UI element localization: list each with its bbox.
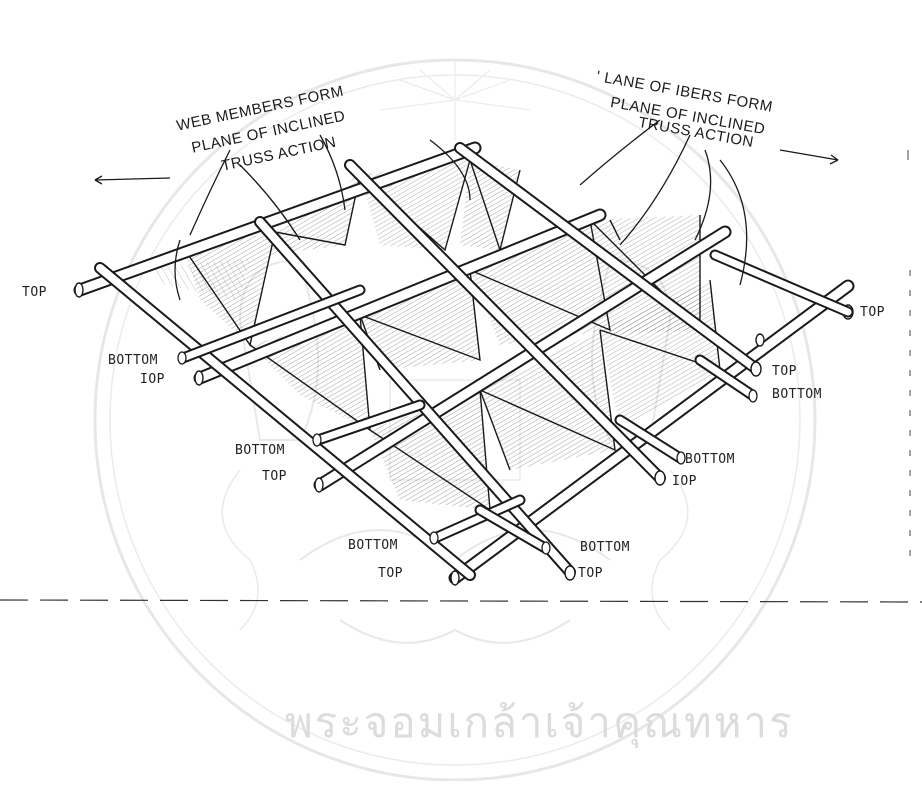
left-direction-arrow — [95, 178, 170, 180]
watermark-text: พระจอมเกล้าเจ้าคุณทหาร — [285, 690, 794, 756]
right-direction-arrow — [780, 150, 838, 160]
label-bottom-lower-right: BOTTOM — [580, 540, 630, 555]
label-top-right-edge: TOP — [860, 305, 885, 320]
edge-marks — [908, 150, 910, 560]
label-top-center-right: IOP — [672, 474, 697, 489]
label-top-center: TOP — [378, 566, 403, 581]
section-dashed-line — [0, 600, 922, 602]
label-top-right: TOP — [772, 364, 797, 379]
label-top-left2: IOP — [140, 372, 165, 387]
label-bottom-center: BOTTOM — [348, 538, 398, 553]
web-plane-10 — [480, 330, 615, 470]
label-bottom-mid-left: BOTTOM — [235, 443, 285, 458]
label-bottom-right: BOTTOM — [772, 387, 822, 402]
label-top-left: TOP — [22, 285, 47, 300]
label-top-lower-right: TOP — [578, 566, 603, 581]
label-top-mid-left: TOP — [262, 469, 287, 484]
label-bottom-left: BOTTOM — [108, 353, 158, 368]
label-bottom-center-right: BOTTOM — [685, 452, 735, 467]
